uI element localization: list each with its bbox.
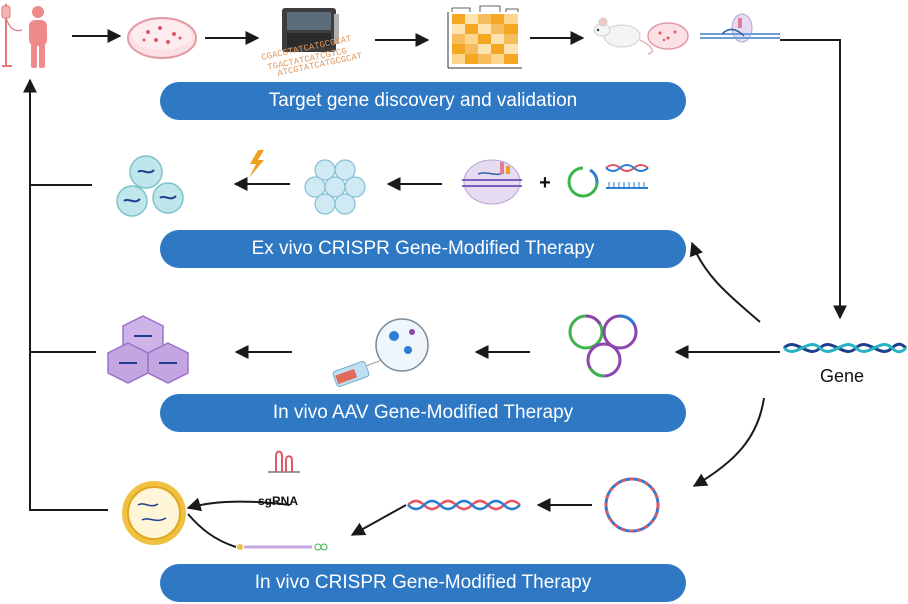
arrow-gene-to-invivo-crispr: [692, 397, 765, 487]
mrna-icon: [237, 543, 328, 551]
banner-in-vivo-aav: In vivo AAV Gene-Modified Therapy: [160, 394, 686, 432]
sequencer-icon: CGACGTATCATGCGCAT TGACTATCATCGTCG ATCGTA…: [261, 8, 364, 79]
crispr-complex-icon: [462, 159, 522, 205]
edited-cells-icon: [116, 155, 184, 217]
gene-label: Gene: [820, 366, 865, 386]
arrow-strand-to-mrna: [350, 504, 407, 536]
cell-cluster-icon: [304, 159, 366, 215]
heatmap-icon: [447, 5, 522, 69]
lipid-nanoparticle-icon: [122, 481, 186, 545]
mouse-icon: [593, 17, 653, 55]
dna-strand-icon: [407, 499, 521, 511]
arrow-sgrna-to-lnp: [186, 497, 291, 512]
cell-culture-dish-icon: [647, 22, 689, 50]
banner-in-vivo-crispr: In vivo CRISPR Gene-Modified Therapy: [160, 564, 686, 602]
banner-ex-vivo-crispr: Ex vivo CRISPR Gene-Modified Therapy: [160, 230, 686, 268]
circular-dna-icon: [604, 477, 660, 533]
sgrna-label: sgRNA: [258, 494, 299, 508]
arrow-mrna-to-lnp: [187, 513, 237, 548]
cell-culture-flask-icon: [332, 318, 429, 387]
electroporation-icon: [249, 150, 264, 178]
sgrna-icon: [268, 450, 300, 473]
gene-editing-icon: [700, 13, 780, 43]
arrow-validation-to-gene: [780, 39, 847, 320]
petri-dish-icon: [127, 17, 197, 59]
flow-arrows: [23, 29, 847, 548]
arrow-gene-to-exvivo: [689, 241, 761, 323]
aav-capsid-icon: [107, 315, 189, 384]
plasmid-icon: [567, 166, 599, 198]
banner-target-discovery: Target gene discovery and validation: [160, 82, 686, 120]
return-line-main: [23, 78, 108, 511]
gene-dna-icon: [782, 342, 908, 354]
plus-sign: +: [539, 172, 551, 194]
plasmids-icon: [568, 314, 638, 378]
dna-fragment-icon: [605, 164, 649, 189]
patient-icon: [1, 4, 47, 68]
